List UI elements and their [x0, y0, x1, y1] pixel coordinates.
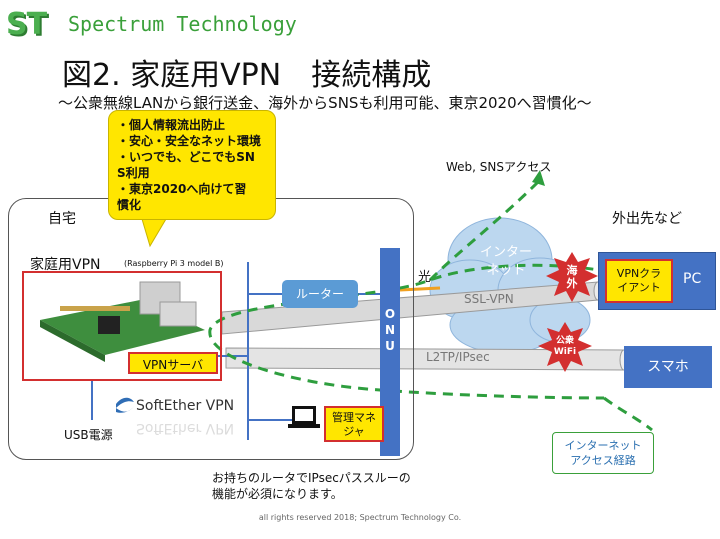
vpn-client-badge: VPNクラ イアント	[605, 259, 673, 303]
fiber-line	[399, 286, 441, 292]
raspberry-pi-frame	[22, 271, 222, 381]
fiber-label: 光	[418, 270, 432, 285]
management-badge: 管理マネ ジャ	[324, 406, 384, 442]
wifi-burst	[538, 322, 592, 372]
laptop-icon	[288, 406, 320, 428]
softether-reflection: SoftEther VPN	[136, 420, 235, 436]
router-box: ルーター	[282, 280, 358, 308]
public-wifi-label: 公衆 WiFi	[553, 336, 577, 357]
benefit-item: ・いつでも、どこでもSN S利用	[117, 150, 255, 180]
vpn-model-label: (Raspberry Pi 3 model B)	[124, 259, 224, 268]
pc-label: PC	[683, 271, 702, 287]
footnote: お持ちのルータでIPsecパススルーの 機能が必須になります。	[212, 471, 411, 501]
softether-logo-icon	[116, 397, 134, 413]
pc-box: VPNクラ イアント PC	[598, 252, 716, 310]
onu-letter: U	[385, 339, 395, 353]
page-title: 図2. 家庭用VPN 接続構成	[62, 58, 432, 93]
copyright: all rights reserved 2018; Spectrum Techn…	[258, 513, 462, 522]
benefits-callout: ・個人情報流出防止 ・安心・安全なネット環境 ・いつでも、どこでもSN S利用 …	[108, 110, 276, 220]
kaigai-burst	[546, 252, 598, 302]
usb-power-label: USB電源	[64, 428, 113, 442]
overseas-label: 海 外	[566, 264, 578, 290]
onu-box: O N U	[380, 248, 400, 456]
web-sns-label: Web, SNSアクセス	[446, 160, 552, 174]
home-vpn-label: 家庭用VPN	[30, 257, 101, 273]
benefit-item: ・安心・安全なネット環境	[117, 134, 262, 148]
raspberry-pi-board	[40, 281, 205, 362]
internet-cloud-label: インター ネット	[479, 245, 532, 278]
company-name: Spectrum Technology	[68, 12, 297, 36]
vpn-server-badge: VPNサーバ	[128, 352, 218, 374]
l2tp-label: L2TP/IPsec	[426, 350, 490, 364]
access-route	[208, 178, 653, 432]
ssl-vpn-label: SSL-VPN	[464, 292, 514, 306]
route-note: インターネット アクセス経路	[552, 432, 654, 474]
web-access-arrowhead	[532, 170, 545, 186]
onu-letter: O	[384, 307, 396, 321]
benefit-item: ・個人情報流出防止	[117, 118, 226, 132]
home-label: 自宅	[48, 211, 76, 227]
page-subtitle: ～公衆無線LANから銀行送金、海外からSNSも利用可能、東京2020へ習慣化～	[58, 94, 592, 112]
company-logo: ST	[6, 7, 47, 42]
smartphone-box: スマホ	[624, 346, 712, 388]
benefit-item: ・東京2020へ向けて習 慣化	[117, 182, 247, 212]
softether-label: SoftEther VPN	[136, 398, 235, 414]
onu-letter: N	[384, 323, 396, 337]
remote-label: 外出先など	[612, 211, 682, 227]
